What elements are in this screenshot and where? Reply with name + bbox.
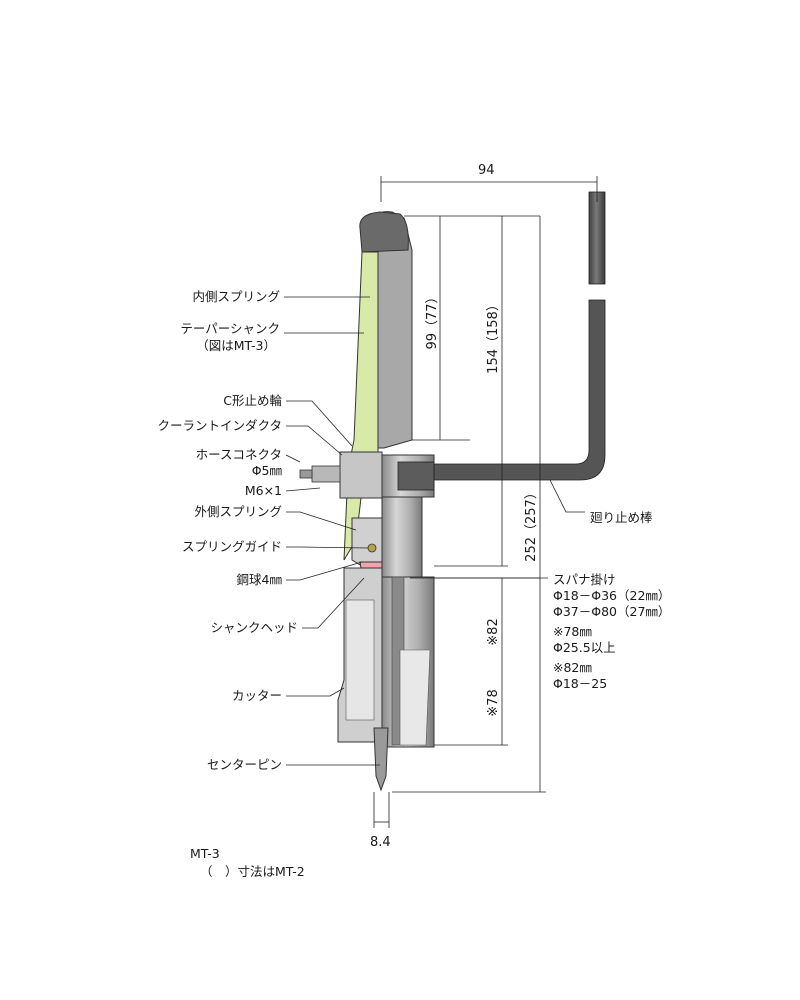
label-outer-spring: 外側スプリング	[194, 504, 282, 519]
spanner-note-line: ※78㎜	[553, 624, 592, 639]
leader-lines	[284, 296, 585, 766]
label-c-ring: C形止め輪	[223, 393, 282, 408]
spanner-note-line: Φ18－25	[553, 676, 607, 691]
spanner-note-line: Φ18－Φ36（22㎜）	[553, 588, 670, 603]
dim-94: 94	[478, 163, 495, 178]
spanner-note-line: ※82㎜	[553, 660, 592, 675]
coolant-inductor	[339, 451, 435, 499]
spanner-note-line: Φ37－Φ80（27㎜）	[553, 604, 670, 619]
label-taper-shank-note: （図はMT-3）	[196, 338, 276, 353]
center-pin	[373, 727, 389, 792]
label-hose-connector: ホースコネクタ	[196, 447, 282, 462]
dim-82: ※82	[486, 618, 501, 645]
footer-model: MT-3	[190, 846, 220, 861]
label-coolant-inductor: クーラントインダクタ	[157, 418, 282, 433]
spanner-note-line: スパナ掛け	[553, 572, 616, 587]
spanner-notes: スパナ掛け Φ18－Φ36（22㎜） Φ37－Φ80（27㎜） ※78㎜ Φ25…	[553, 572, 670, 691]
stop-rod	[429, 191, 606, 481]
label-steel-ball: 鋼球4㎜	[237, 572, 283, 587]
label-spring-guide: スプリングガイド	[182, 539, 282, 554]
label-center-pin: センターピン	[207, 757, 282, 772]
label-shank-head: シャンクヘッド	[210, 620, 298, 635]
label-m6: M6×1	[245, 483, 282, 498]
hose-connector	[299, 465, 341, 483]
label-inner-spring: 内側スプリング	[192, 289, 280, 304]
label-taper-shank: テーパーシャンク	[180, 321, 280, 336]
label-cutter: カッター	[232, 688, 282, 703]
dimension-lines	[373, 176, 598, 828]
label-hose-connector-size: Φ5㎜	[252, 463, 283, 478]
dim-252: 252（257）	[524, 486, 539, 562]
dim-99: 99（77）	[425, 290, 440, 349]
dim-154: 154（158）	[486, 298, 501, 374]
footer-note: （ ）寸法はMT-2	[200, 864, 305, 879]
cutter	[337, 567, 435, 748]
taper-shank-section	[343, 251, 379, 561]
spanner-note-line: Φ25.5以上	[553, 640, 616, 655]
taper-shank-body	[359, 211, 413, 449]
dim-8-4: 8.4	[370, 835, 391, 850]
dim-78: ※78	[486, 689, 501, 716]
label-stop-rod: 廻り止め棒	[590, 510, 653, 525]
